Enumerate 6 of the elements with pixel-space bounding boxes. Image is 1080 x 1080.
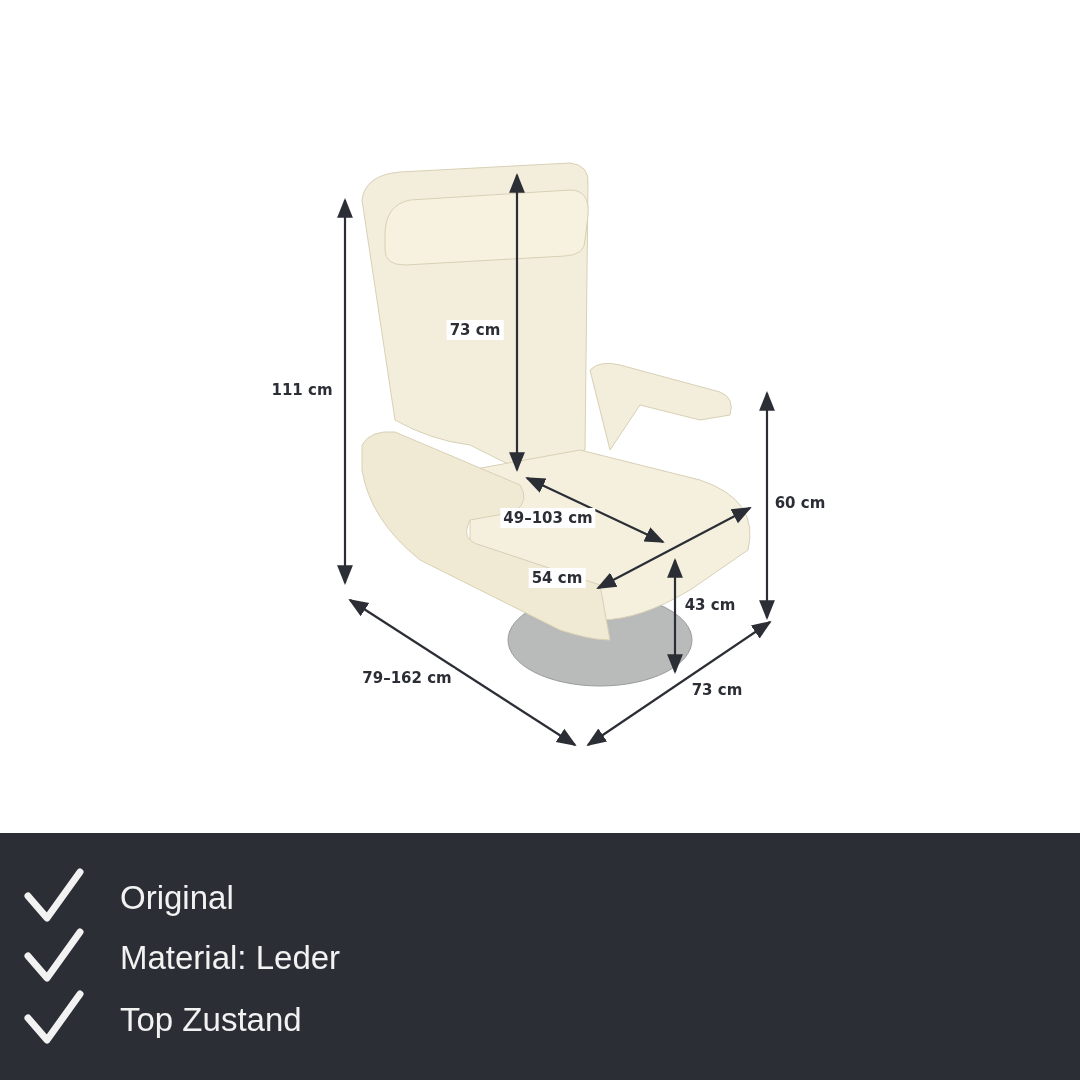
feature-text: Material: Leder xyxy=(120,939,341,977)
feature-text: Top Zustand xyxy=(120,1001,302,1039)
feature-text: Original xyxy=(120,879,234,917)
dimension-label: 73 cm xyxy=(446,320,504,340)
dimension-label: 54 cm xyxy=(528,568,586,588)
dimension-label: 49–103 cm xyxy=(500,508,596,528)
